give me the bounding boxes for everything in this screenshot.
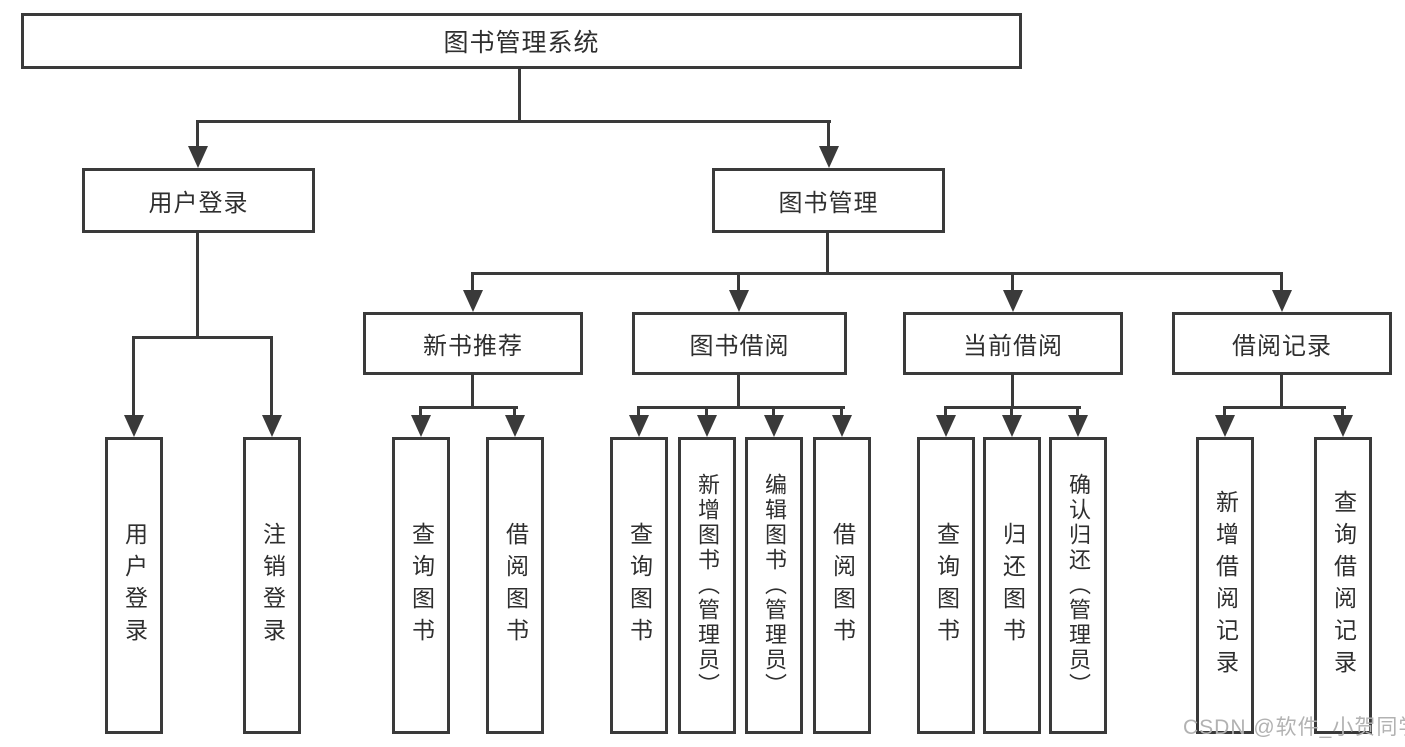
connector-vline (1011, 272, 1014, 292)
arrowhead-down-icon (819, 146, 839, 168)
leaf-label: 用户登录 (121, 521, 148, 650)
leaf-confirm-return-admin: 确认归还（管理员） (1049, 437, 1107, 734)
node-book-borrowing: 图书借阅 (632, 312, 847, 375)
connector-vline (518, 69, 521, 120)
connector-vline (270, 336, 273, 418)
arrowhead-down-icon (505, 415, 525, 437)
arrowhead-down-icon (1215, 415, 1235, 437)
leaf-borrow-books-1: 借阅图书 (486, 437, 544, 734)
connector-vline (772, 406, 775, 418)
connector-vline (944, 406, 947, 418)
arrowhead-down-icon (262, 415, 282, 437)
arrowhead-down-icon (1003, 290, 1023, 312)
connector-hline (132, 336, 273, 339)
leaf-label: 新增图书（管理员） (695, 473, 720, 698)
leaf-label: 确认归还（管理员） (1066, 473, 1091, 698)
arrowhead-down-icon (411, 415, 431, 437)
csdn-watermark: CSDN @软件_小贺同学 (1183, 716, 1405, 739)
arrowhead-down-icon (188, 146, 208, 168)
connector-vline (1341, 406, 1344, 418)
connector-vline (637, 406, 640, 418)
arrowhead-down-icon (629, 415, 649, 437)
node-borrowing-records: 借阅记录 (1172, 312, 1392, 375)
connector-vline (705, 406, 708, 418)
node-book-management-system: 图书管理系统 (21, 13, 1022, 69)
connector-vline (196, 120, 199, 148)
leaf-edit-books-admin: 编辑图书（管理员） (745, 437, 803, 734)
connector-vline (196, 233, 199, 336)
arrowhead-down-icon (1002, 415, 1022, 437)
connector-vline (826, 233, 829, 272)
leaf-logout: 注销登录 (243, 437, 301, 734)
arrowhead-down-icon (1272, 290, 1292, 312)
connector-vline (737, 375, 740, 406)
node-label: 借阅记录 (1232, 333, 1332, 360)
node-book-management: 图书管理 (712, 168, 945, 233)
connector-vline (1280, 272, 1283, 292)
connector-hline (637, 406, 845, 409)
leaf-user-login: 用户登录 (105, 437, 163, 734)
leaf-label: 查询图书 (933, 521, 960, 650)
leaf-label: 借阅图书 (829, 521, 856, 650)
leaf-label: 查询借阅记录 (1330, 489, 1357, 682)
leaf-query-books-2: 查询图书 (610, 437, 668, 734)
arrowhead-down-icon (1068, 415, 1088, 437)
arrowhead-down-icon (463, 290, 483, 312)
connector-vline (419, 406, 422, 418)
node-label: 当前借阅 (963, 333, 1063, 360)
node-label: 图书管理系统 (443, 29, 600, 57)
node-user-login: 用户登录 (82, 168, 315, 233)
leaf-label: 新增借阅记录 (1212, 489, 1239, 682)
arrowhead-down-icon (697, 415, 717, 437)
leaf-label: 查询图书 (408, 521, 435, 650)
node-label: 图书管理 (778, 190, 879, 217)
connector-hline (471, 272, 1283, 275)
connector-hline (1223, 406, 1346, 409)
leaf-add-books-admin: 新增图书（管理员） (678, 437, 736, 734)
connector-vline (1011, 375, 1014, 406)
node-label: 新书推荐 (423, 333, 523, 360)
connector-vline (471, 272, 474, 292)
connector-vline (1223, 406, 1226, 418)
leaf-query-books-3: 查询图书 (917, 437, 975, 734)
node-current-borrowing: 当前借阅 (903, 312, 1123, 375)
connector-vline (1010, 406, 1013, 418)
connector-vline (471, 375, 474, 406)
leaf-label: 编辑图书（管理员） (762, 473, 787, 698)
connector-vline (132, 336, 135, 418)
node-new-book-recommendation: 新书推荐 (363, 312, 583, 375)
connector-hline (196, 120, 831, 123)
leaf-return-books: 归还图书 (983, 437, 1041, 734)
leaf-label: 借阅图书 (502, 521, 529, 650)
leaf-query-borrowing-record: 查询借阅记录 (1314, 437, 1372, 734)
leaf-query-books-1: 查询图书 (392, 437, 450, 734)
leaf-borrow-books-2: 借阅图书 (813, 437, 871, 734)
arrowhead-down-icon (832, 415, 852, 437)
connector-hline (419, 406, 518, 409)
arrowhead-down-icon (729, 290, 749, 312)
node-label: 图书借阅 (689, 333, 790, 360)
leaf-label: 注销登录 (259, 521, 286, 650)
arrowhead-down-icon (936, 415, 956, 437)
connector-vline (737, 272, 740, 292)
connector-vline (513, 406, 516, 418)
connector-vline (827, 120, 830, 148)
arrowhead-down-icon (1333, 415, 1353, 437)
connector-vline (1076, 406, 1079, 418)
connector-vline (1280, 375, 1283, 406)
leaf-label: 归还图书 (999, 521, 1026, 650)
arrowhead-down-icon (124, 415, 144, 437)
leaf-add-borrowing-record: 新增借阅记录 (1196, 437, 1254, 734)
leaf-label: 查询图书 (626, 521, 653, 650)
arrowhead-down-icon (764, 415, 784, 437)
node-label: 用户登录 (148, 190, 249, 217)
connector-vline (840, 406, 843, 418)
